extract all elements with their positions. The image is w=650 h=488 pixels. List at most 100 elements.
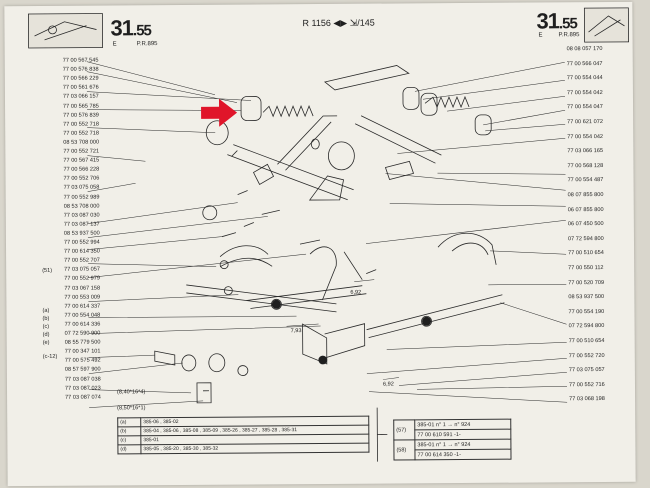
left-part-number: 77 00 614 336 xyxy=(64,321,101,328)
right-part-number: 77 03 075 057 xyxy=(568,367,605,374)
left-part-number: 77 00 576 838 xyxy=(62,66,99,73)
left-part-number: 77 00 614 337 xyxy=(64,303,101,310)
detent-callout xyxy=(196,382,212,404)
right-part-number: 06 07 450 500 xyxy=(567,221,604,228)
shift-rod-right xyxy=(354,115,442,164)
right-part-number: 08 07 855 800 xyxy=(567,192,604,199)
clip-right xyxy=(384,160,415,180)
sleeve-left xyxy=(240,96,262,121)
left-part-number: 77 00 552 718 xyxy=(63,130,100,137)
right-part-number: 77 00 552 720 xyxy=(568,352,605,359)
annotation-part: 77 00 610 591 -1- xyxy=(414,429,511,440)
right-part-number: 77 00 552 716 xyxy=(568,381,605,389)
right-part-number: 08 53 937 500 xyxy=(568,294,605,301)
left-marker: (e) xyxy=(42,339,50,346)
left-part-number: 08 53 708 000 xyxy=(63,203,100,210)
right-part-number: 77 00 554 047 xyxy=(567,104,603,111)
right-part-number: 77 00 554 487 xyxy=(567,177,604,184)
right-part-number: 77 00 510 654 xyxy=(568,338,605,345)
dimension-2: 6,92 xyxy=(350,289,362,296)
left-part-number: 77 00 614 350 xyxy=(64,248,100,255)
left-part-number: 77 03 067 158 xyxy=(64,285,101,292)
left-part-number: 77 00 567 545 xyxy=(62,57,99,64)
left-part-number: 77 00 566 229 xyxy=(62,75,99,82)
pin-round xyxy=(202,205,218,221)
annotation-key: (58) xyxy=(393,439,416,460)
left-part-number: 77 03 087 074 xyxy=(65,394,101,401)
parts-sheet: 31.55 E P.R.895 R 1156 ◀▶ ⇲/145 31.55 E … xyxy=(4,1,636,487)
variant-code-table: (a)385-06 , 385-02(b)385-04 , 385-06 , 3… xyxy=(117,416,369,455)
left-part-number: 77 00 552 994 xyxy=(63,239,100,246)
left-part-number: 08 57 597 900 xyxy=(64,366,101,374)
fork-right xyxy=(437,232,497,265)
selector-lower xyxy=(302,323,366,365)
left-part-number: 77 00 566 228 xyxy=(63,166,100,173)
left-marker: (51) xyxy=(42,267,53,274)
left-part-number: 77 00 552 989 xyxy=(63,194,100,201)
o-ring xyxy=(181,354,197,372)
code-values: 385-05 , 385-20 , 385-30 , 385-32 xyxy=(140,443,369,454)
left-part-number: 77 03 066 157 xyxy=(62,93,99,101)
left-part-number: 77 00 554 048 xyxy=(64,312,101,319)
left-part-number: 77 03 087 030 xyxy=(63,212,100,219)
left-part-number: 77 00 552 718 xyxy=(63,121,99,128)
left-marker: (b) xyxy=(42,315,50,322)
clip-left xyxy=(252,163,275,185)
right-part-number: 77 00 520 709 xyxy=(568,279,605,286)
right-part-number: 77 03 068 198 xyxy=(569,396,605,403)
left-part-number: 77 00 567 415 xyxy=(63,157,100,164)
code-row: (d)385-05 , 385-20 , 385-30 , 385-32 xyxy=(117,443,369,454)
spring-right xyxy=(424,95,470,109)
bushing-center xyxy=(327,141,355,171)
fork-left xyxy=(219,245,273,268)
left-marker: (a) xyxy=(42,307,50,314)
code-key: (a) xyxy=(117,417,141,427)
spring-left xyxy=(262,104,314,118)
code-key: (d) xyxy=(117,444,141,454)
left-part-number: 77 03 087 137 xyxy=(63,221,100,228)
left-part-number: 77 03 087 023 xyxy=(64,385,101,392)
left-part-number: 77 03 075 057 xyxy=(64,266,100,274)
left-part-number: 77 00 561 676 xyxy=(62,84,99,92)
thumbnail-right-icon xyxy=(583,7,629,43)
bolt-left xyxy=(154,350,176,366)
shift-shaft-right xyxy=(366,294,505,339)
bushing-left xyxy=(205,120,229,146)
dimension-3: 6,92 xyxy=(382,381,394,388)
callout-a: (8,40*16*4) xyxy=(117,389,146,396)
left-part-number: 77 00 347 101 xyxy=(64,348,101,355)
left-part-number: 77 00 553 009 xyxy=(64,294,101,301)
right-part-number: 06 07 855 800 xyxy=(567,206,604,213)
fork-center xyxy=(309,246,363,301)
left-part-number: 08 53 937 500 xyxy=(63,230,100,237)
right-part-number: 08 08 057 170 xyxy=(566,46,603,53)
code-key: (c) xyxy=(117,435,141,445)
left-part-number: 77 03 075 058 xyxy=(63,184,100,192)
left-part-number: 77 00 565 785 xyxy=(63,103,99,110)
annotation-part: 77 00 614 350 -1- xyxy=(414,449,512,460)
left-part-number: 07 72 590 900 xyxy=(64,330,101,337)
left-part-number: 77 00 552 707 xyxy=(64,257,100,264)
left-part-number: 77 00 575 492 xyxy=(64,357,101,365)
left-marker: (c) xyxy=(42,323,50,330)
annotation-text: 385-01 n° 1 → n° 924 xyxy=(414,419,511,430)
marker-r xyxy=(421,315,432,327)
right-part-number: 77 00 621 072 xyxy=(567,119,603,126)
left-part-number: 77 00 576 839 xyxy=(63,112,99,119)
right-part-number: 07 72 594 800 xyxy=(567,235,604,243)
marker-2 xyxy=(271,298,282,310)
highlight-arrow-icon xyxy=(201,98,238,127)
right-part-number: 77 00 554 190 xyxy=(568,308,605,316)
left-part-number: 77 00 552 979 xyxy=(64,275,101,283)
right-part-number: 77 00 566 047 xyxy=(566,60,603,67)
exploded-diagram xyxy=(27,7,629,462)
left-part-number: 77 00 552 706 xyxy=(63,175,100,183)
annotation-text: 385-01 n° 1 → n° 924 xyxy=(414,439,511,450)
code-key: (b) xyxy=(117,426,141,436)
left-part-number: 08 55 779 500 xyxy=(64,339,101,346)
left-part-number: 77 00 552 721 xyxy=(63,148,100,155)
callout-b: (8,50*16*1) xyxy=(117,405,146,412)
lever-right xyxy=(323,65,410,91)
right-part-number: 77 00 568 128 xyxy=(567,162,604,170)
shift-rod-left xyxy=(227,144,354,201)
